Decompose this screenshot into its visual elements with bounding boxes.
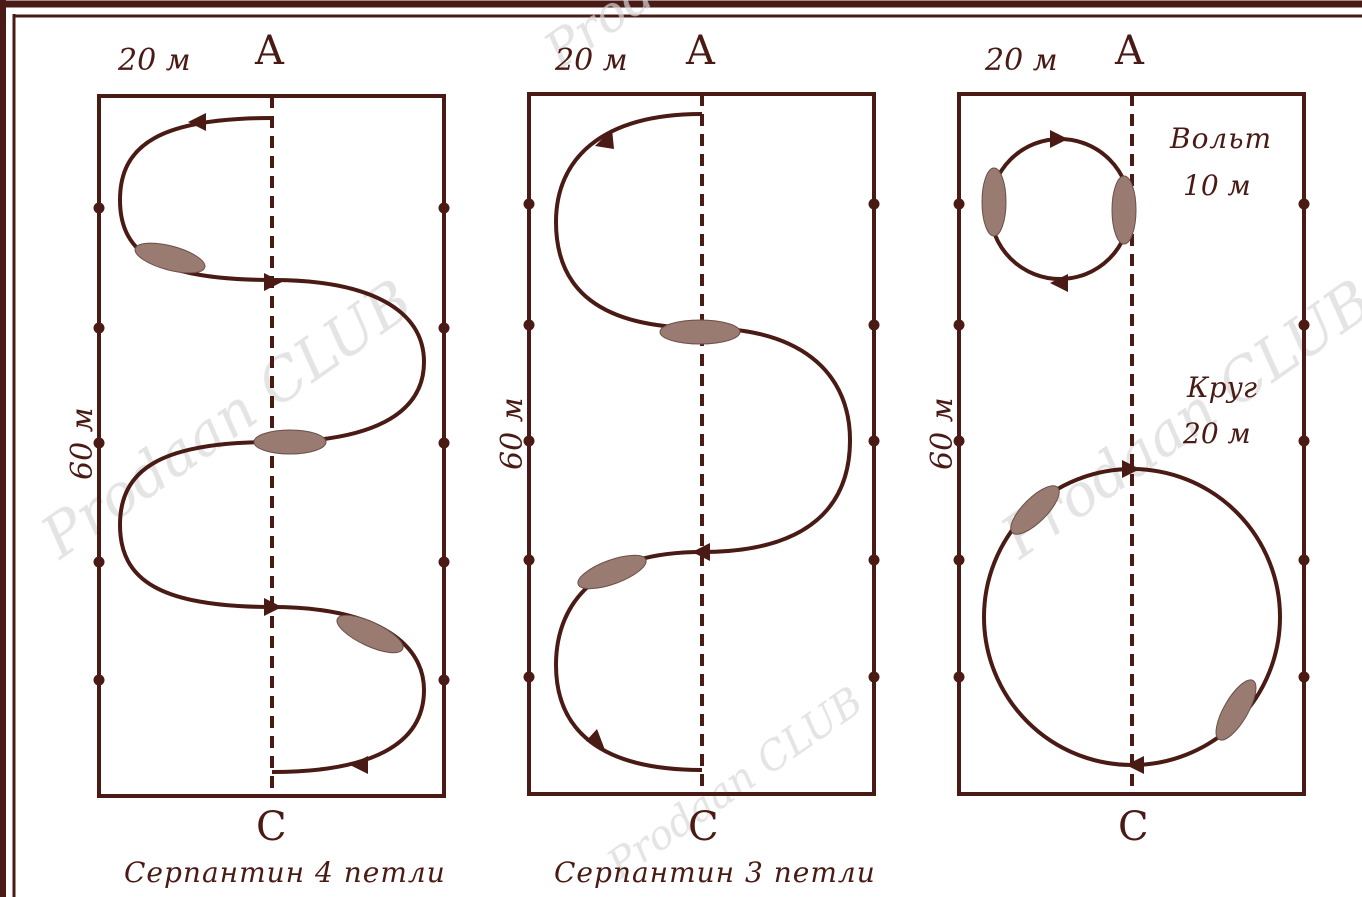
volt-circle <box>990 139 1130 279</box>
arena-width-label: 20 м <box>984 43 1058 78</box>
direction-arrows <box>586 129 710 750</box>
arena-width-label: 20 м <box>554 43 628 78</box>
marker-c-label: C <box>1118 804 1149 850</box>
arena-width-label: 20 м <box>117 43 191 78</box>
circle-title: Круг <box>1186 371 1257 404</box>
volt-title: Вольт <box>1169 122 1272 155</box>
arena-length-label: 60 м <box>495 397 530 470</box>
marker-a-label: A <box>1114 28 1145 74</box>
volt-size: 10 м <box>1183 169 1251 202</box>
marker-a-label: A <box>254 28 285 74</box>
figure-caption: Серпантин 3 петли <box>554 856 876 889</box>
marker-c-label: C <box>256 804 287 850</box>
marker-c-label: C <box>688 804 719 850</box>
panel-serpentine-3-loops: 20 м A 60 м C Серпантин 3 петли <box>495 28 880 889</box>
circle-size: 20 м <box>1182 417 1251 450</box>
marker-a-label: A <box>685 28 716 74</box>
figure-caption: Серпантин 4 петли <box>124 856 446 889</box>
arena-length-label: 60 м <box>925 397 960 470</box>
